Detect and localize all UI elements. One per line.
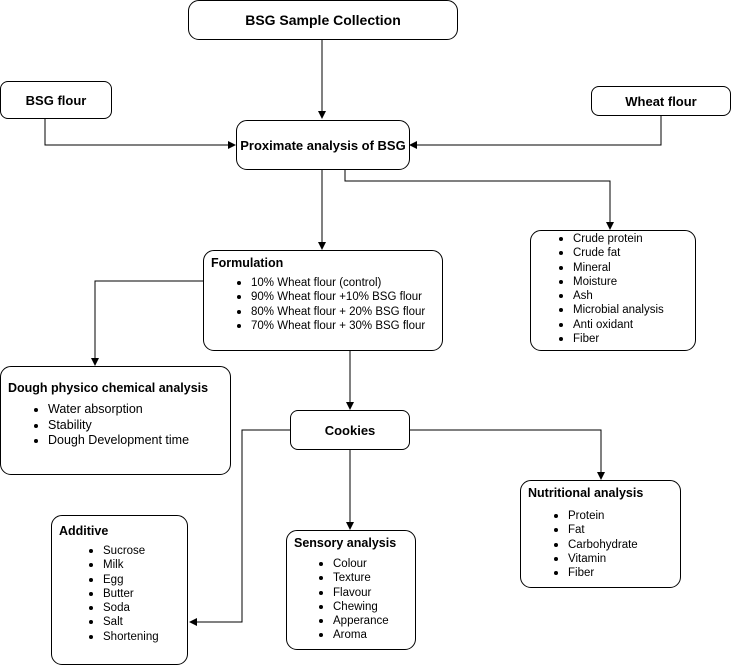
list-item: Protein <box>554 509 638 523</box>
formulation-list: 10% Wheat flour (control) 90% Wheat flou… <box>236 276 426 333</box>
edge-cookies-to-additive <box>189 429 290 626</box>
node-dough-analysis-title: Dough physico chemical analysis <box>8 381 209 395</box>
nutritional-list: Protein Fat Carbohydrate Vitamin Fiber <box>554 509 638 580</box>
list-item: Microbial analysis <box>559 304 664 317</box>
node-additive-title: Additive <box>59 524 109 538</box>
list-item: 90% Wheat flour +10% BSG flour <box>236 290 425 304</box>
list-item: Butter <box>89 587 159 601</box>
list-item: Water absorption <box>33 402 189 418</box>
edge-wheat-flour-to-proximate <box>409 115 662 149</box>
node-dough-analysis: Dough physico chemical analysis Water ab… <box>0 366 231 475</box>
list-item: Crude protein <box>559 232 664 246</box>
node-formulation-title: Formulation <box>211 256 284 270</box>
list-item: Flavour <box>319 586 389 600</box>
additive-list: Sucrose Milk Egg Butter Soda Salt Shorte… <box>89 544 159 644</box>
edge-cookies-to-nutritional <box>410 429 605 480</box>
edge-formulation-to-dough <box>91 280 203 366</box>
list-item: Fiber <box>554 566 638 580</box>
list-item: Moisture <box>559 275 664 289</box>
list-item: Aroma <box>319 628 389 642</box>
node-sensory-analysis-title: Sensory analysis <box>294 536 397 550</box>
node-sensory-analysis: Sensory analysis Colour Texture Flavour … <box>286 530 416 650</box>
list-item: 10% Wheat flour (control) <box>236 276 425 290</box>
list-item: Fat <box>554 523 638 537</box>
list-item: Texture <box>319 571 389 585</box>
node-cookies-label: Cookies <box>324 422 376 438</box>
list-item: Salt <box>89 615 159 629</box>
list-item: Soda <box>89 601 159 615</box>
node-formulation: Formulation 10% Wheat flour (control) 90… <box>203 250 443 351</box>
list-item: Shortening <box>89 630 159 643</box>
list-item: Anti oxidant <box>559 318 664 332</box>
list-item: Apperance <box>319 615 389 628</box>
list-item: 80% Wheat flour + 20% BSG flour <box>236 305 426 318</box>
list-item: Carbohydrate <box>554 538 638 551</box>
list-item: Vitamin <box>554 552 638 566</box>
node-additive: Additive Sucrose Milk Egg Butter Soda Sa… <box>51 515 188 665</box>
list-item: Fiber <box>559 332 664 346</box>
list-item: 70% Wheat flour + 30% BSG flour <box>236 319 426 332</box>
edge-bsg-flour-to-proximate <box>44 119 236 149</box>
sensory-list: Colour Texture Flavour Chewing Apperance… <box>319 557 389 643</box>
list-item: Chewing <box>319 600 389 614</box>
list-item: Egg <box>89 573 159 587</box>
dough-list: Water absorption Stability Dough Develop… <box>33 402 190 449</box>
node-nutritional-analysis-title: Nutritional analysis <box>528 486 644 500</box>
list-item: Crude fat <box>559 246 664 260</box>
node-bsg-flour-label: BSG flour <box>25 92 87 108</box>
list-item: Mineral <box>559 261 664 275</box>
list-item: Stability <box>33 418 189 434</box>
node-proximate-items: Crude protein Crude fat Mineral Moisture… <box>530 230 696 351</box>
node-proximate-analysis-label: Proximate analysis of BSG <box>240 137 406 153</box>
edge-proximate-to-items <box>344 170 614 230</box>
node-sample-collection: BSG Sample Collection <box>188 0 458 40</box>
node-cookies: Cookies <box>290 410 410 450</box>
list-item: Dough Development time <box>33 433 190 447</box>
node-nutritional-analysis: Nutritional analysis Protein Fat Carbohy… <box>520 480 681 588</box>
list-item: Sucrose <box>89 544 159 558</box>
proximate-items-list: Crude protein Crude fat Mineral Moisture… <box>559 232 664 346</box>
list-item: Colour <box>319 557 389 571</box>
node-bsg-flour: BSG flour <box>0 81 112 119</box>
list-item: Ash <box>559 289 664 303</box>
node-wheat-flour: Wheat flour <box>591 86 731 116</box>
node-sample-collection-label: BSG Sample Collection <box>245 12 401 28</box>
node-proximate-analysis: Proximate analysis of BSG <box>236 120 410 170</box>
list-item: Milk <box>89 558 159 572</box>
node-wheat-flour-label: Wheat flour <box>625 93 697 109</box>
